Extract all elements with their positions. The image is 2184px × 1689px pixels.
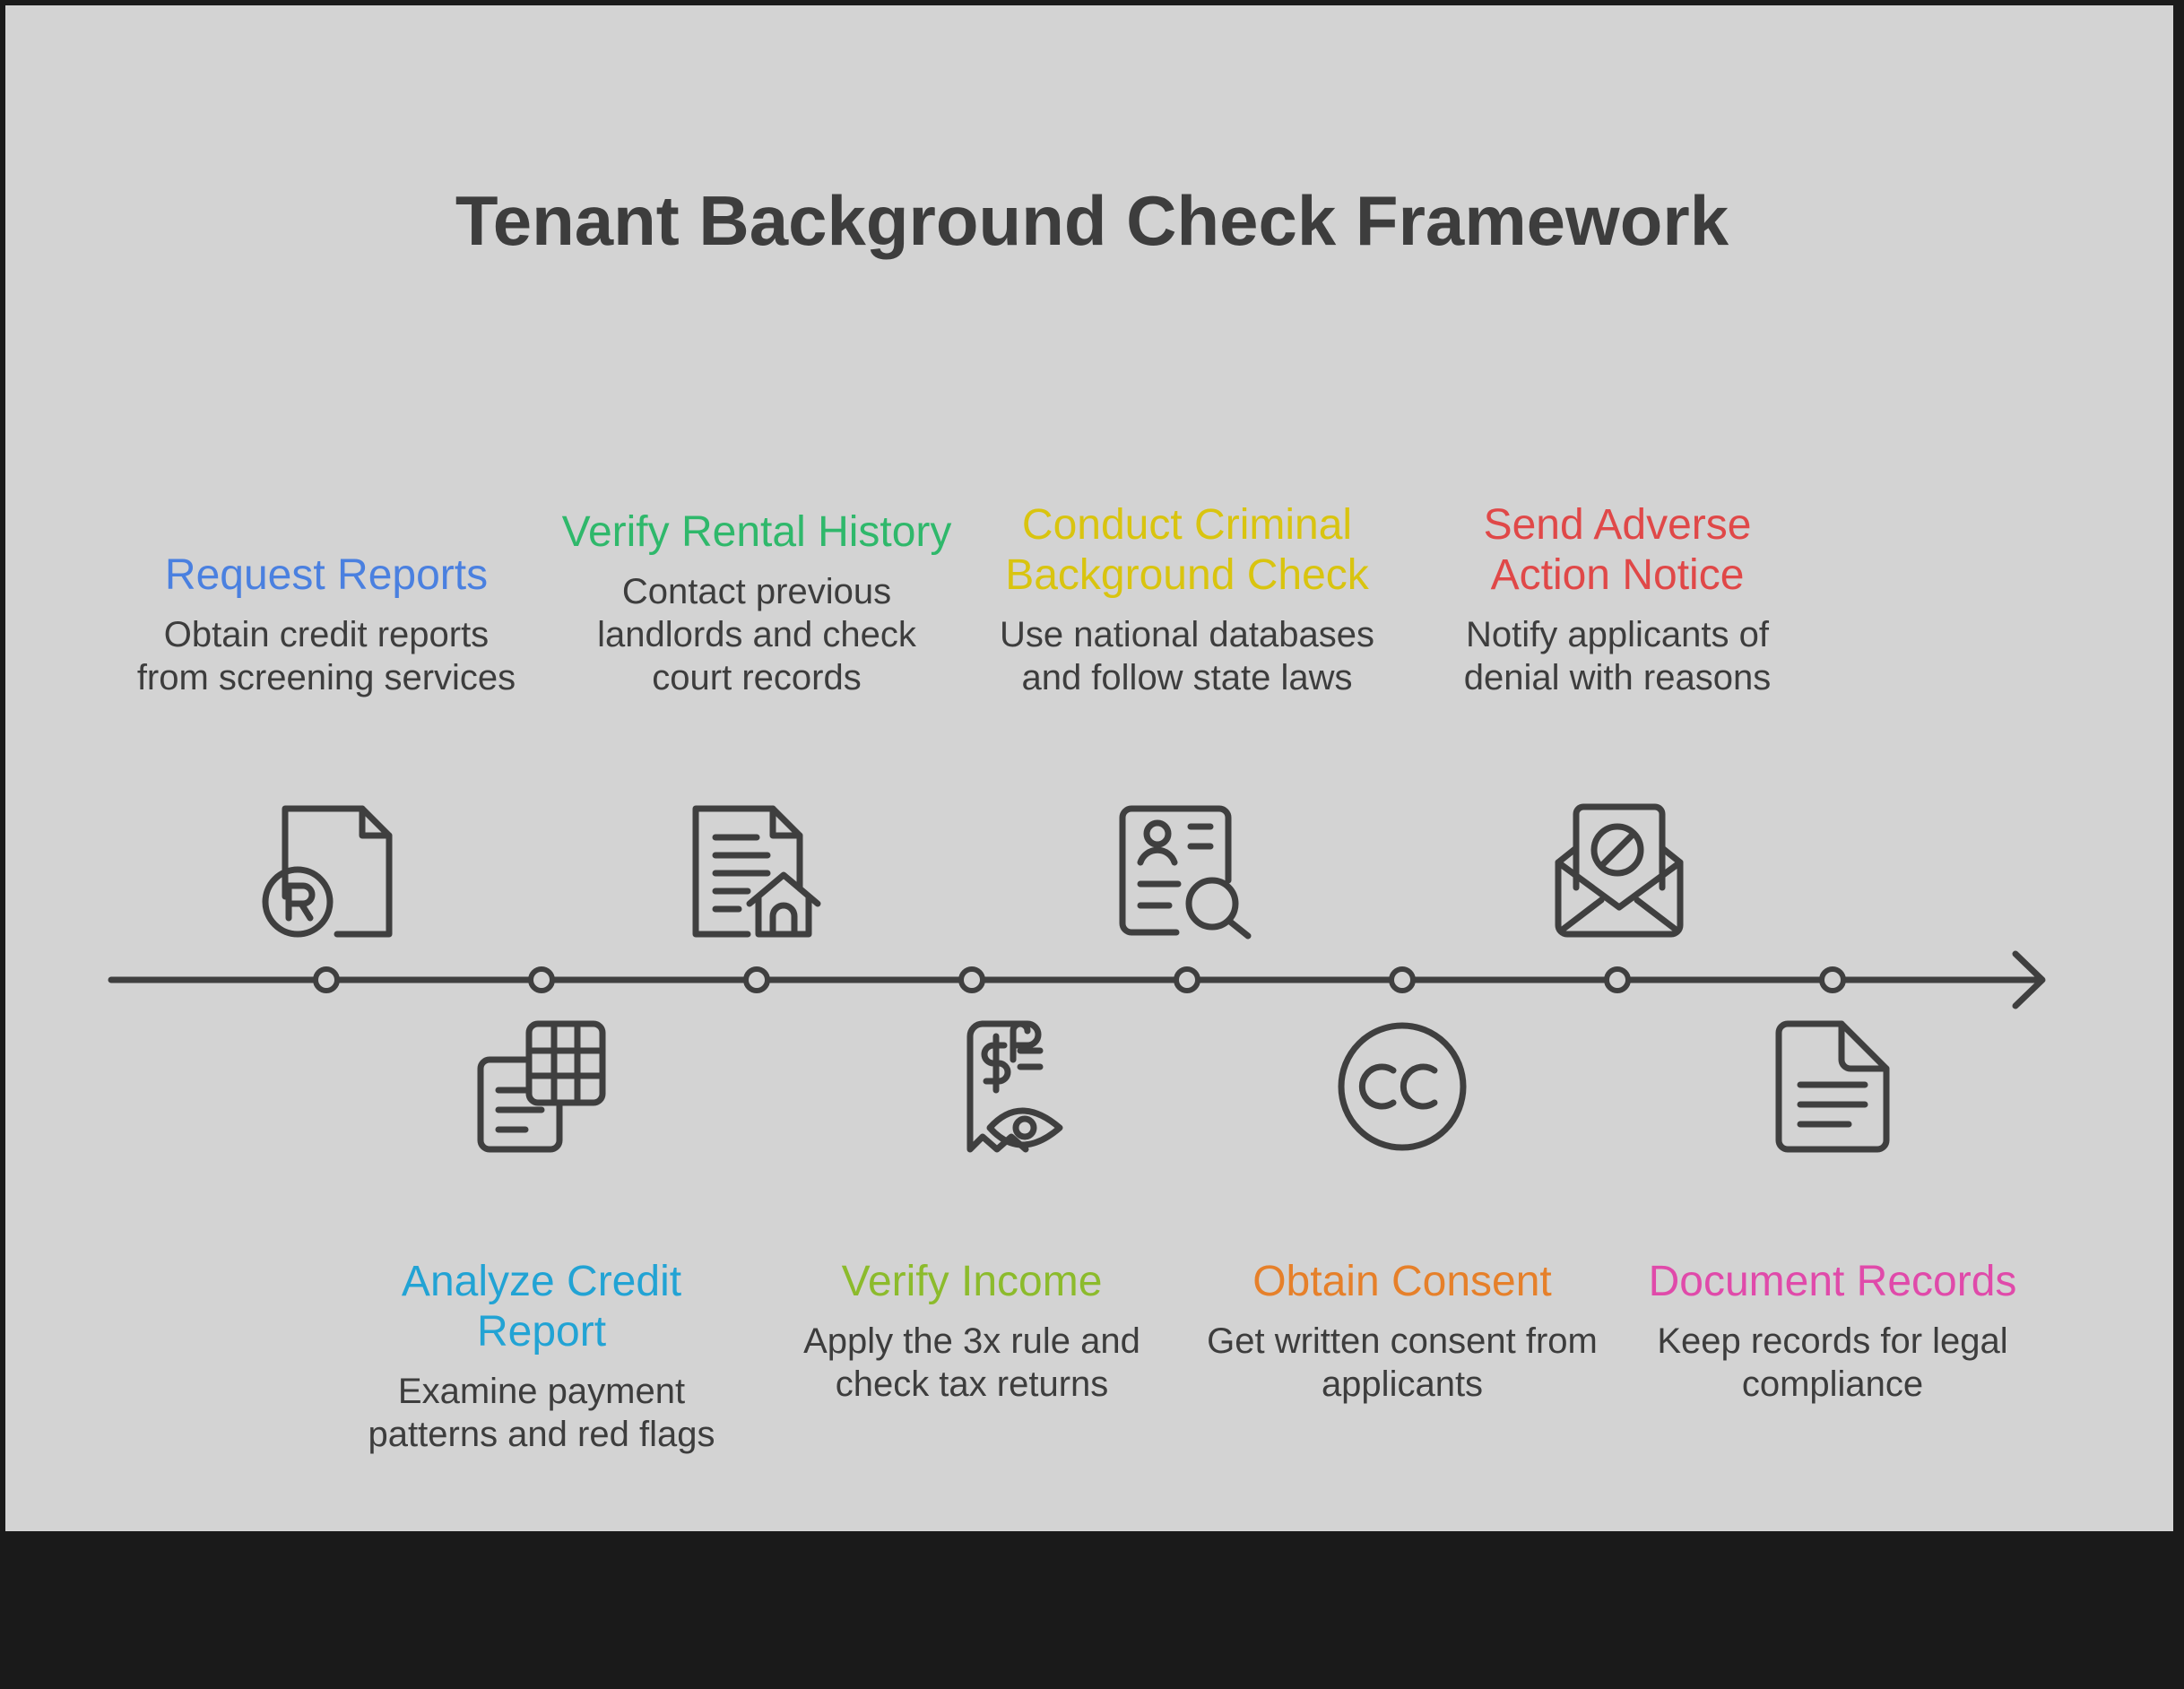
- diagram-title: Tenant Background Check Framework: [455, 181, 1729, 260]
- step-request-reports: Request Reports Obtain credit reports fr…: [129, 550, 524, 699]
- registered-document-icon: [262, 805, 393, 938]
- step-description: Keep records for legal compliance: [1657, 1321, 2008, 1404]
- timeline-marker: [743, 966, 770, 993]
- step-description: Apply the 3x rule and check tax returns: [803, 1321, 1140, 1404]
- step-criminal-background-check: Conduct Criminal Background Check Use na…: [990, 500, 1384, 699]
- prohibited-envelope-icon: [1555, 803, 1684, 938]
- timeline-marker: [1389, 966, 1416, 993]
- step-adverse-action-notice: Send Adverse Action Notice Notify applic…: [1420, 500, 1815, 699]
- step-title: Verify Income: [841, 1258, 1103, 1305]
- step-title: Analyze Credit Report: [401, 1258, 682, 1356]
- timeline-marker: [528, 966, 555, 993]
- step-description: Use national databases and follow state …: [999, 615, 1375, 697]
- step-verify-income: Verify Income Apply the 3x rule and chec…: [775, 1257, 1169, 1406]
- timeline-arrowhead: [2012, 950, 2046, 1009]
- receipt-eye-icon: [966, 1020, 1063, 1153]
- step-title: Verify Rental History: [561, 508, 952, 556]
- timeline-marker: [1174, 966, 1200, 993]
- step-document-records: Document Records Keep records for legal …: [1635, 1257, 2030, 1406]
- timeline-marker: [958, 966, 985, 993]
- diagram-background: [5, 5, 2173, 1531]
- step-obtain-consent: Obtain Consent Get written consent from …: [1205, 1257, 1599, 1406]
- step-description: Examine payment patterns and red flags: [368, 1372, 715, 1454]
- house-document-icon: [692, 805, 821, 938]
- step-verify-rental-history: Verify Rental History Contact previous l…: [559, 507, 954, 699]
- step-description: Get written consent from applicants: [1207, 1321, 1598, 1404]
- document-icon: [1775, 1020, 1890, 1153]
- step-title: Conduct Criminal Background Check: [1005, 501, 1369, 599]
- profile-search-icon: [1119, 805, 1252, 940]
- step-description: Notify applicants of denial with reasons: [1463, 615, 1772, 697]
- step-title: Request Reports: [164, 551, 489, 599]
- spreadsheet-documents-icon: [477, 1020, 606, 1153]
- timeline-marker: [1819, 966, 1846, 993]
- step-title: Send Adverse Action Notice: [1483, 501, 1752, 599]
- step-analyze-credit-report: Analyze Credit Report Examine payment pa…: [344, 1257, 739, 1456]
- step-title: Document Records: [1648, 1258, 2017, 1305]
- timeline-marker: [313, 966, 340, 993]
- timeline-marker: [1604, 966, 1631, 993]
- step-description: Contact previous landlords and check cou…: [597, 572, 916, 697]
- creative-commons-icon: [1338, 1022, 1467, 1151]
- step-description: Obtain credit reports from screening ser…: [136, 615, 516, 697]
- step-title: Obtain Consent: [1252, 1258, 1552, 1305]
